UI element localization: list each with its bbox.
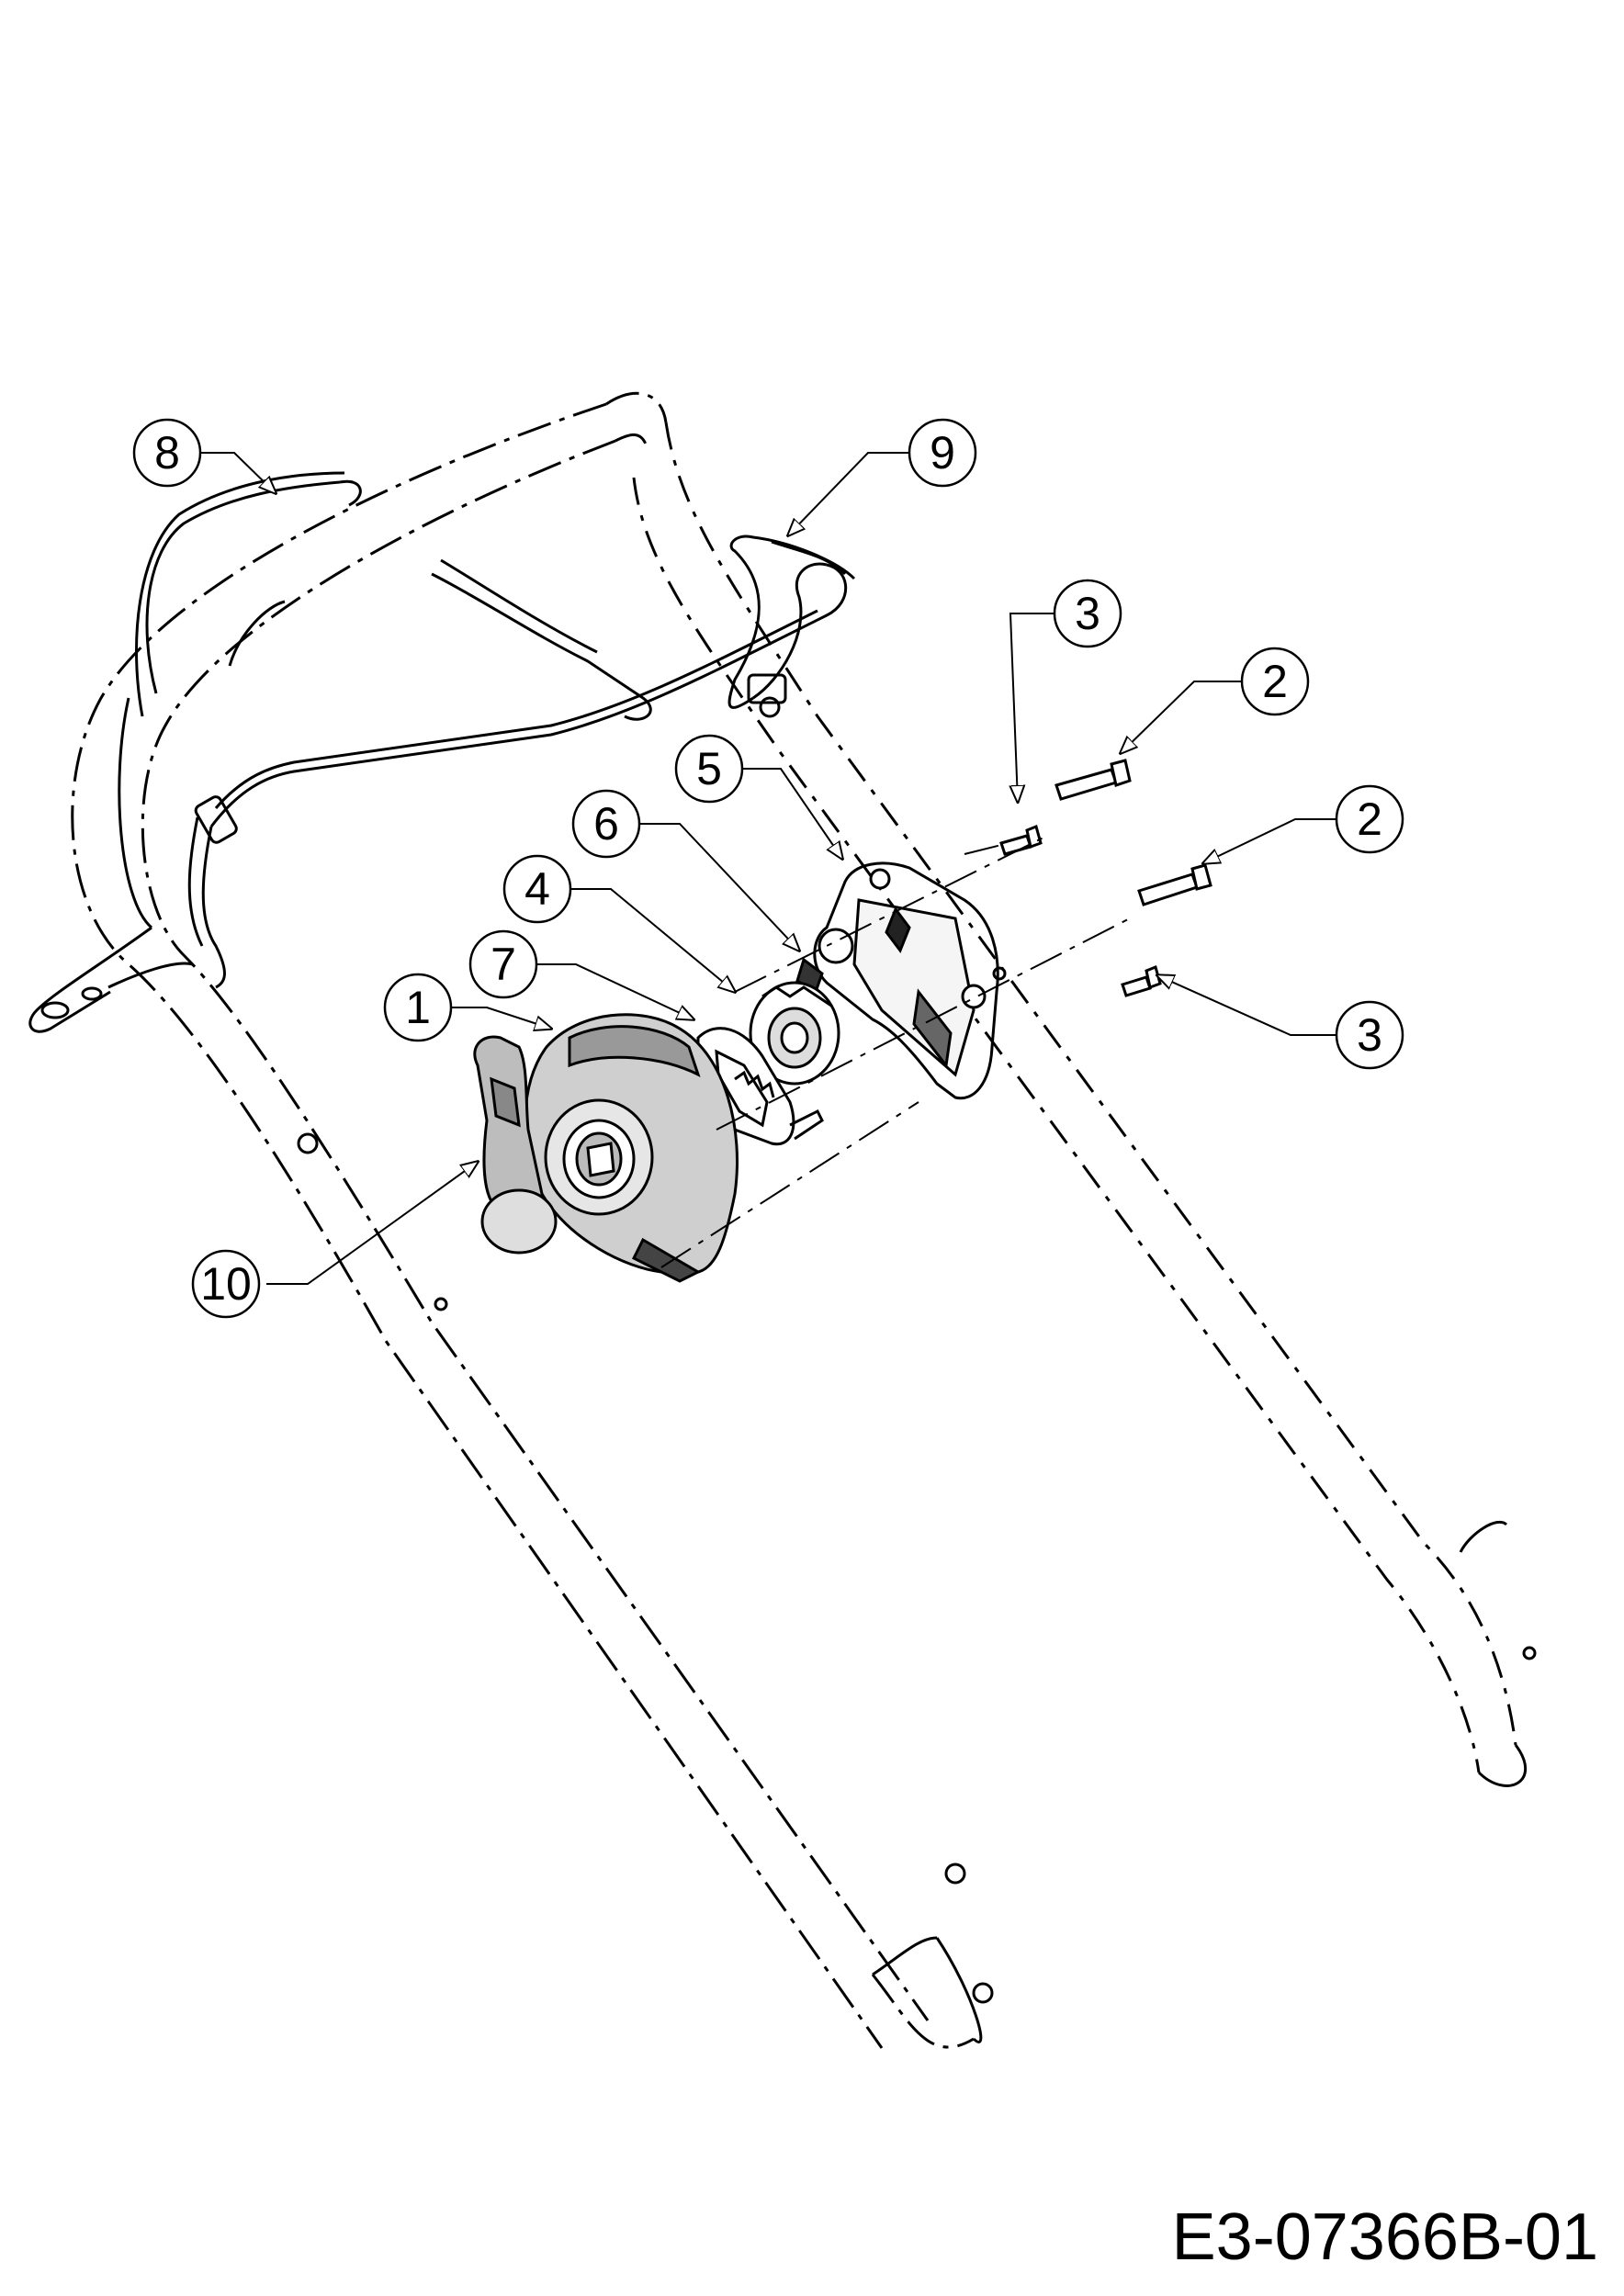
part-4-spool: [749, 981, 840, 1086]
callout-8-label: 8: [154, 427, 180, 478]
part-1-front-housing: [524, 1013, 739, 1283]
callout-2-lower-label: 2: [1357, 793, 1382, 845]
callout-2-upper-label: 2: [1262, 656, 1288, 707]
callout-3-upper-label: 3: [1075, 588, 1100, 639]
callout-7: 7: [468, 929, 538, 999]
callout-6: 6: [571, 789, 641, 859]
callout-9-label: 9: [930, 427, 955, 478]
assembly-axis-lines: [660, 835, 1131, 1268]
callout-4: 4: [502, 854, 572, 924]
part-2-screw-upper: [1054, 759, 1132, 801]
handle-frame: [71, 391, 1537, 2049]
part-8-bail-bar: [28, 471, 362, 1033]
part-10-trigger: [473, 1035, 558, 1255]
part-3-screw-upper: [999, 824, 1043, 856]
callout-10: 10: [191, 1249, 261, 1319]
part-2-screw-lower: [1137, 863, 1212, 906]
callout-8: 8: [132, 418, 202, 488]
callout-10-label: 10: [200, 1258, 252, 1310]
callout-2-upper: 2: [1240, 647, 1310, 716]
drawing-code: E3-07366B-01: [1172, 2200, 1598, 2274]
callout-7-label: 7: [491, 939, 516, 990]
callout-5: 5: [674, 734, 744, 804]
part-9-drive-bar: [187, 535, 856, 989]
callout-leaders: [199, 452, 1336, 1285]
callout-1-label: 1: [405, 982, 431, 1033]
part-5-rear-housing: [813, 861, 999, 1100]
callout-3-upper: 3: [1053, 579, 1122, 648]
callout-3-lower-label: 3: [1357, 1009, 1382, 1061]
callout-1: 1: [383, 973, 453, 1042]
callout-6-label: 6: [593, 798, 619, 850]
callout-5-label: 5: [696, 743, 722, 794]
callout-2-lower: 2: [1335, 784, 1404, 854]
callout-3-lower: 3: [1335, 1000, 1404, 1070]
callout-9: 9: [908, 418, 977, 488]
part-3-screw-lower: [1121, 964, 1162, 997]
callout-4-label: 4: [524, 863, 550, 915]
